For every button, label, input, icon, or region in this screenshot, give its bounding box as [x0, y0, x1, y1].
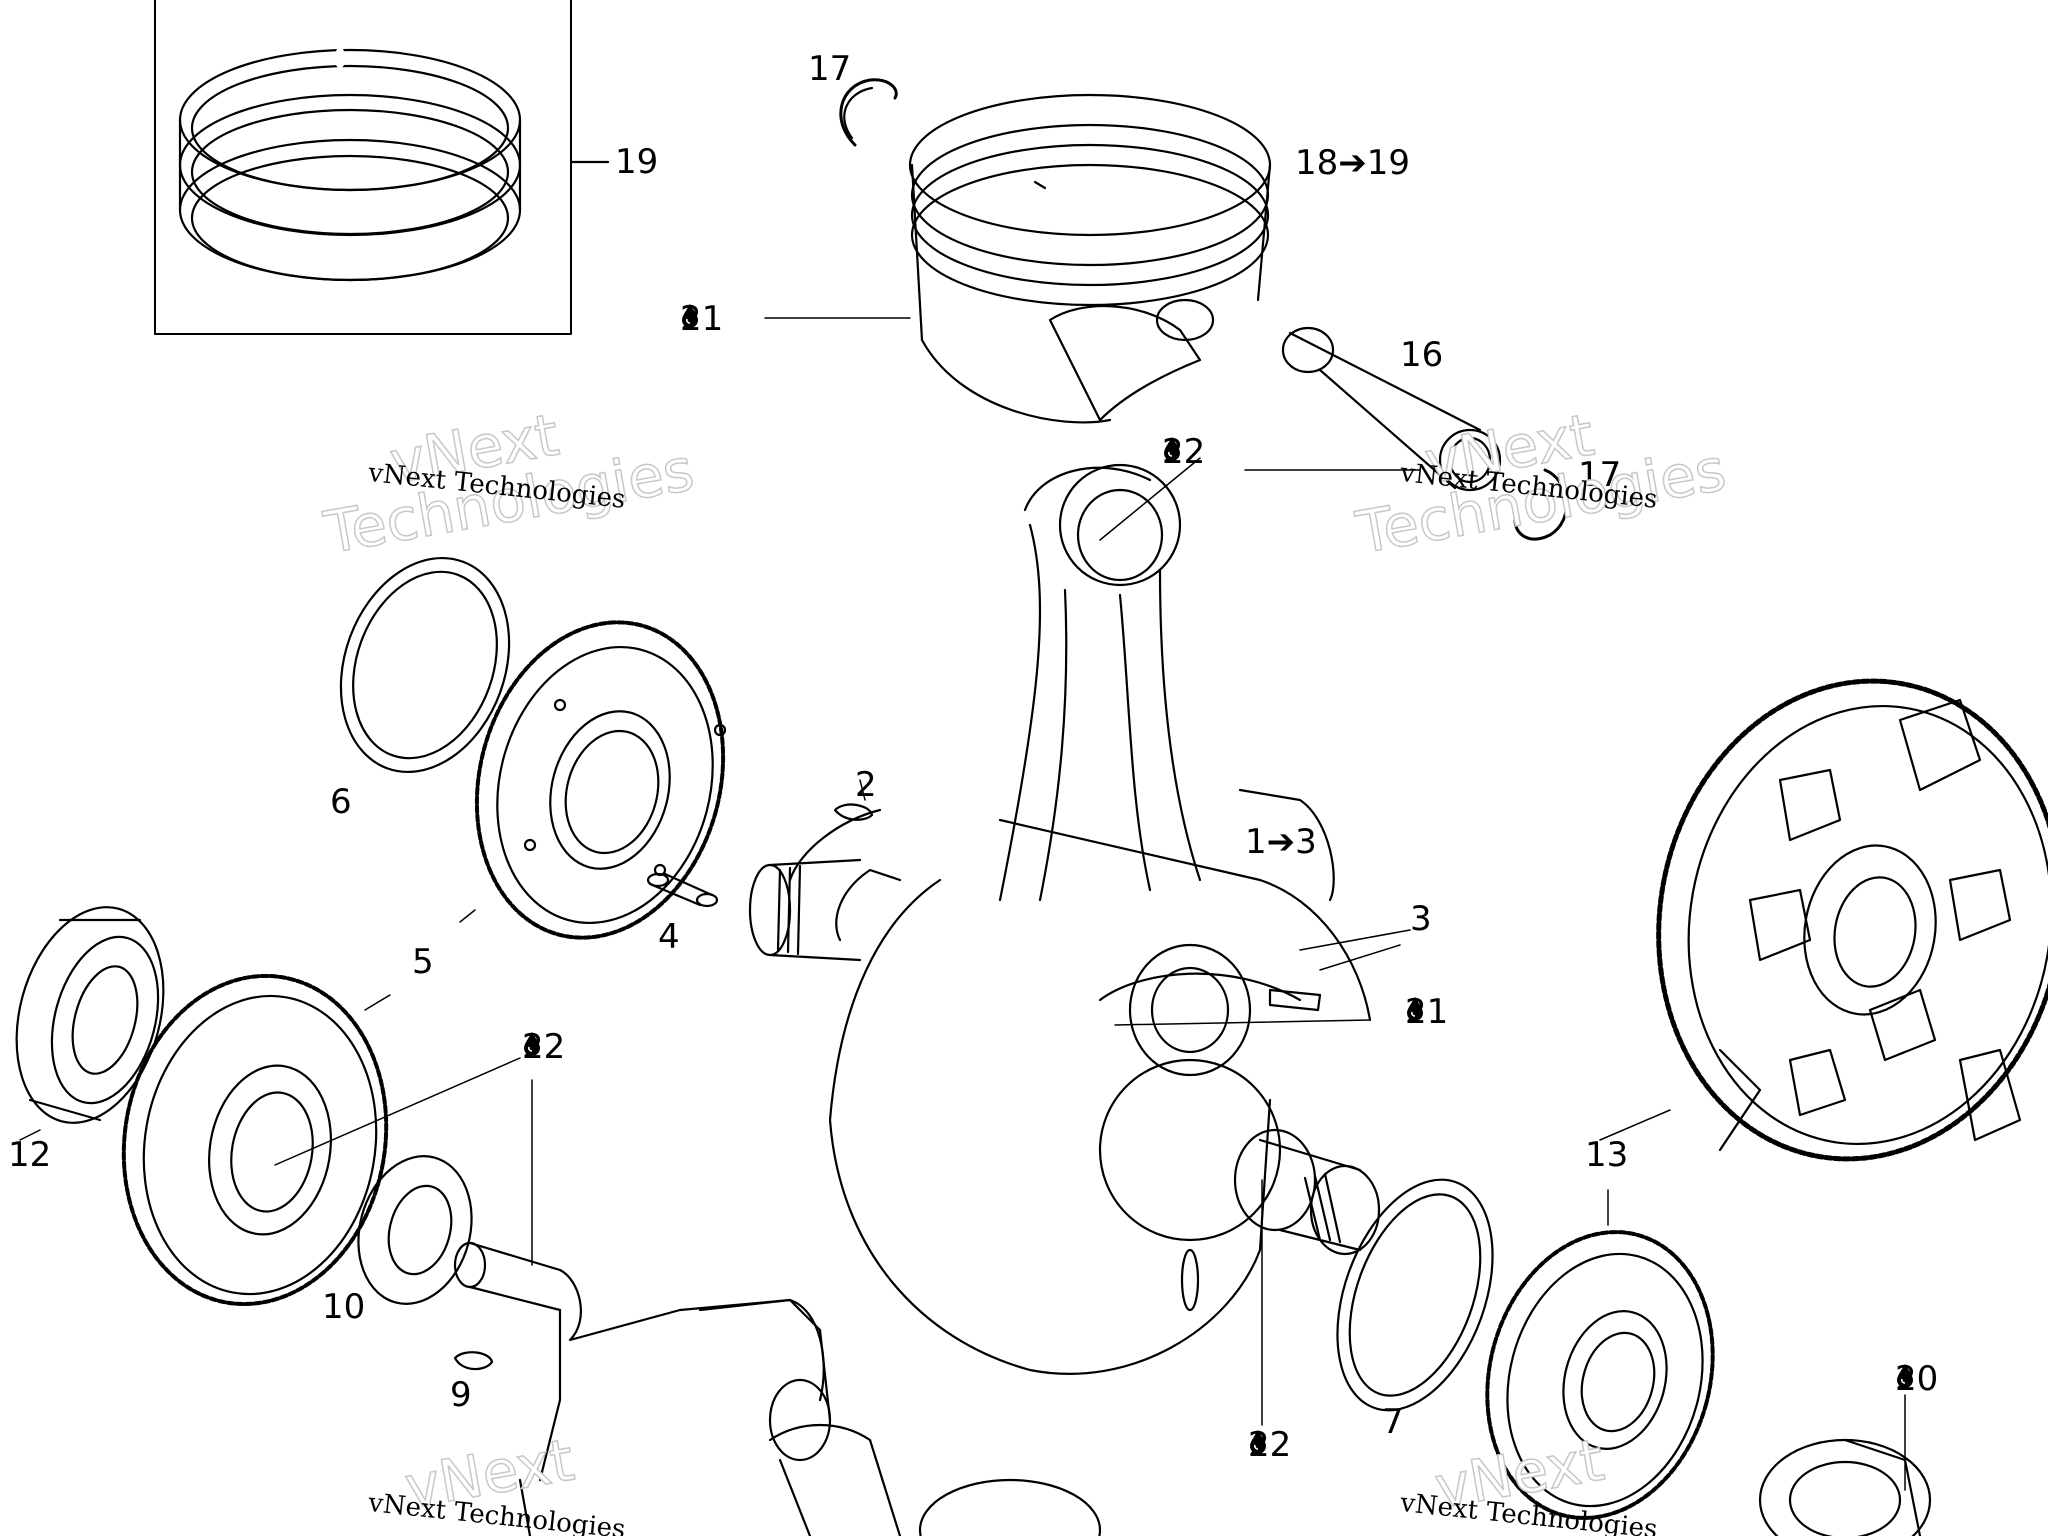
balancer-shaft	[453, 1079, 1102, 1536]
crankshaft	[748, 788, 1411, 1375]
shim-7	[1336, 1178, 1494, 1412]
primary-drive-gear-13	[1485, 1189, 1715, 1520]
callout-1-3: 1➔3	[1245, 822, 1317, 862]
callout-20: 20	[1895, 1359, 1939, 1399]
oil-drop-icon	[682, 304, 698, 328]
circlip-17-right	[1513, 468, 1568, 541]
shim-6	[339, 556, 511, 774]
callout-9: 9	[450, 1375, 472, 1415]
callout-2: 2	[855, 765, 877, 805]
callout-16: 16	[1400, 335, 1444, 375]
callout-22-lower: 22	[1248, 1425, 1292, 1465]
key-9	[453, 1351, 494, 1371]
piston-rings-inset	[154, 0, 610, 335]
callout-17-right: 17	[1578, 455, 1622, 495]
callout-22-gear: 22	[522, 1027, 566, 1067]
piston	[764, 93, 1272, 424]
callout-10: 10	[322, 1287, 366, 1327]
gear-5-lower	[121, 973, 521, 1307]
callout-4: 4	[658, 917, 680, 957]
callout-7: 7	[1382, 1402, 1404, 1442]
oil-drop-icon	[1250, 1430, 1266, 1454]
callout-6: 6	[330, 782, 352, 822]
oil-drop-icon	[1407, 997, 1423, 1021]
dowel-pin-4	[646, 872, 719, 908]
gear-5-upper	[474, 620, 727, 940]
callout-5: 5	[412, 942, 434, 982]
woodruff-key-2	[833, 803, 874, 821]
callout-12: 12	[8, 1135, 52, 1175]
washer-20	[1758, 1394, 1932, 1536]
piston-pin	[1281, 326, 1502, 492]
callout-17-top: 17	[808, 49, 852, 89]
callout-21-piston: 21	[680, 299, 724, 339]
callout-3: 3	[1410, 899, 1432, 939]
callout-21-crank: 21	[1405, 992, 1449, 1032]
callout-13: 13	[1585, 1135, 1629, 1175]
oil-drop-icon	[1164, 437, 1180, 461]
oil-drop-icon	[524, 1032, 540, 1056]
clutch-basket	[1599, 678, 2048, 1162]
callout-19: 19	[615, 142, 659, 182]
circlip-17-top	[839, 78, 898, 147]
callout-18-19: 18➔19	[1295, 143, 1411, 183]
oil-drop-icon	[1897, 1364, 1913, 1388]
bearing-12	[15, 906, 165, 1141]
callout-22-pin: 22	[1162, 432, 1206, 472]
connecting-rod	[998, 463, 1202, 902]
